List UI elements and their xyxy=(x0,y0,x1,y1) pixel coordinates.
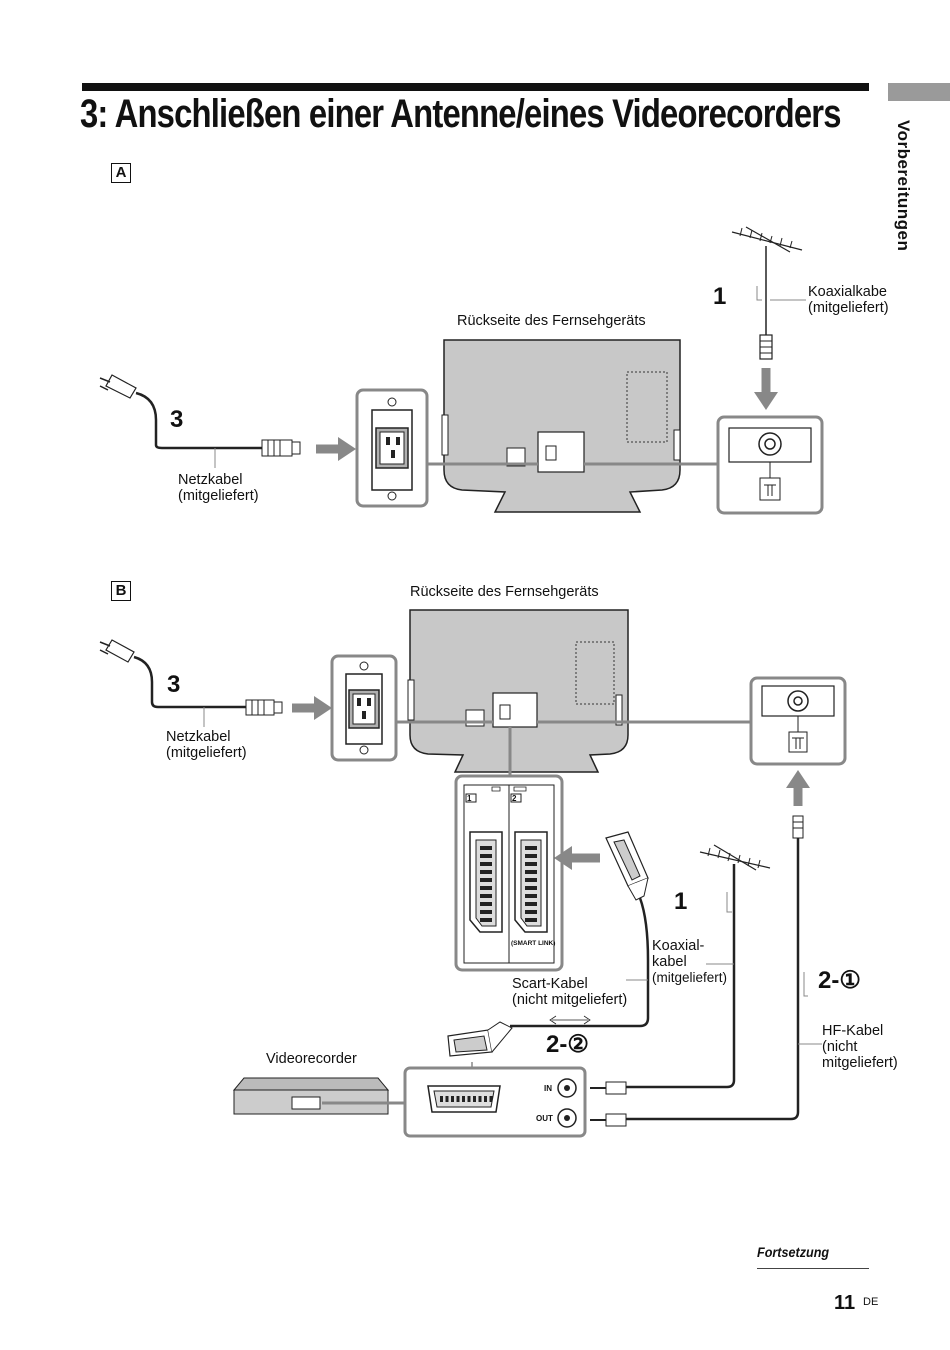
coax-cable-label-b-2: kabel xyxy=(652,954,687,970)
power-socket-b xyxy=(330,654,398,762)
continued-rule xyxy=(757,1268,869,1269)
rf-cable-label-2: (nicht xyxy=(822,1039,858,1055)
smart-link-label: (SMART LINK) xyxy=(511,940,556,947)
scart-1-label: 1 xyxy=(467,794,472,803)
title-rule xyxy=(82,83,869,91)
tv-rear-b xyxy=(407,609,629,773)
power-cable-label-b-2: (mitgeliefert) xyxy=(166,745,247,761)
step-antenna-a: 1 xyxy=(713,283,727,310)
antenna-b xyxy=(626,844,771,1089)
page-language: DE xyxy=(863,1296,879,1308)
vcr-rear-panel xyxy=(403,1066,587,1138)
scart-cable-label-2: (nicht mitgeliefert) xyxy=(512,992,628,1008)
coax-cable-label-a-2: (mitgeliefert) xyxy=(808,300,889,316)
section-b-label: B xyxy=(111,581,131,601)
coax-cable-label-a-1: Koaxialkabe xyxy=(808,284,887,300)
step-power-a: 3 xyxy=(170,406,184,433)
step-rf: 2-① xyxy=(818,967,861,994)
tv-rear-a xyxy=(441,339,681,513)
section-a-label: A xyxy=(111,163,131,183)
page-number: 11 xyxy=(834,1292,856,1314)
step-power-b: 3 xyxy=(167,671,181,698)
rf-cable xyxy=(626,770,810,1121)
page-title: 3: Anschließen einer Antenne/eines Video… xyxy=(80,92,841,136)
antenna-socket-a xyxy=(716,415,824,515)
rf-cable-label-3: mitgeliefert) xyxy=(822,1055,898,1071)
power-plug-b xyxy=(99,639,283,716)
continued-label: Fortsetzung xyxy=(757,1244,830,1260)
scart-pins xyxy=(480,846,537,922)
tv-rear-label-b: Rückseite des Fernsehgeräts xyxy=(410,584,599,600)
step-scart: 2-② xyxy=(546,1031,589,1058)
vcr-device xyxy=(232,1077,405,1115)
rf-cable-label-1: HF-Kabel xyxy=(822,1023,884,1039)
power-cable-label-b-1: Netzkabel xyxy=(166,729,231,745)
power-plug-a xyxy=(99,374,301,457)
vcr-out-label: OUT xyxy=(536,1114,553,1123)
scart-plug-tv xyxy=(510,831,650,1028)
step-antenna-b: 1 xyxy=(674,888,688,915)
side-tab-label: Vorbereitungen xyxy=(894,120,913,252)
scart-cable-label-1: Scart-Kabel xyxy=(512,976,588,992)
tv-rear-label-a: Rückseite des Fernsehgeräts xyxy=(457,313,646,329)
power-cable-label-a-1: Netzkabel xyxy=(178,472,243,488)
antenna-socket-b xyxy=(749,676,847,766)
scart-2-label: 2 xyxy=(512,794,517,803)
antenna-a xyxy=(731,226,803,360)
scart-plug-vcr xyxy=(447,1021,513,1057)
coax-cable-label-b-1: Koaxial- xyxy=(652,938,705,954)
side-tab-marker xyxy=(888,83,950,101)
power-cable-label-a-2: (mitgeliefert) xyxy=(178,488,259,504)
vcr-in-label: IN xyxy=(544,1084,552,1093)
vcr-label: Videorecorder xyxy=(266,1051,357,1067)
power-socket-a xyxy=(355,388,429,508)
coax-cable-label-b-3: (mitgeliefert) xyxy=(652,970,728,985)
